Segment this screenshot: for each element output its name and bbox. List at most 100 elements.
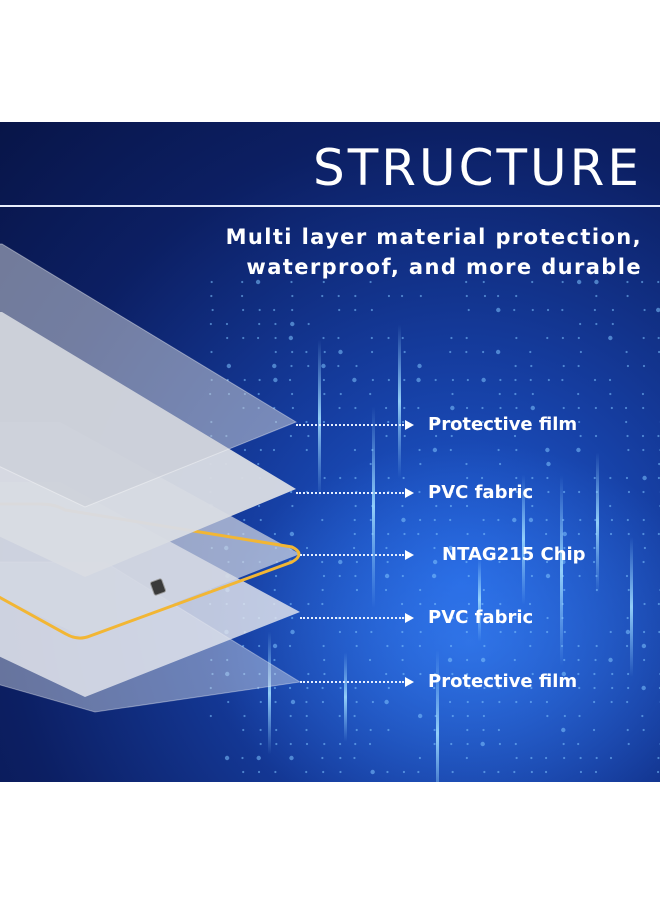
bg-dot [272, 643, 278, 649]
bg-dot [418, 490, 421, 494]
bg-dot [530, 756, 533, 760]
bg-dot [626, 700, 629, 704]
bg-dot [384, 699, 389, 705]
bg-dot [355, 588, 359, 592]
bg-dot [322, 378, 326, 382]
bg-dot [433, 518, 436, 522]
bg-dot [642, 728, 645, 732]
bg-dot [338, 630, 342, 634]
bg-dot [465, 504, 469, 508]
bg-dot [656, 307, 660, 313]
bg-dot [657, 756, 660, 760]
bg-dot [451, 672, 454, 676]
bg-dot [224, 755, 230, 761]
bg-dot [321, 518, 324, 522]
bg-dot [626, 518, 629, 522]
bg-dot [563, 546, 566, 550]
bg-dot [498, 392, 501, 396]
bg-dot [642, 490, 645, 494]
bg-dot [626, 728, 629, 732]
bg-dot [641, 685, 646, 691]
bg-dot [338, 714, 341, 718]
bg-dot [241, 756, 244, 760]
bg-dot [291, 350, 294, 354]
bg-dot [563, 490, 566, 494]
bg-dot [514, 378, 517, 382]
bg-dot [611, 322, 614, 326]
bg-dot [530, 574, 534, 578]
bg-dot [480, 476, 484, 480]
subtitle-line-2: waterproof, and more durable [246, 255, 642, 279]
bg-dot [657, 602, 660, 606]
bg-dot [403, 406, 406, 410]
bg-dot [498, 462, 502, 466]
bg-dot [354, 308, 357, 312]
bg-dot [401, 644, 404, 648]
bg-dot [561, 280, 564, 284]
bg-dot [323, 658, 326, 662]
bg-dot [563, 630, 566, 634]
bg-dot [530, 770, 533, 774]
bg-dot [561, 727, 566, 733]
bg-dot [369, 392, 372, 396]
bg-dot [531, 504, 534, 508]
bg-dot [338, 308, 341, 312]
bg-dot [417, 770, 420, 774]
bg-dot [465, 560, 468, 564]
bg-dot [323, 350, 326, 354]
bg-dot [434, 378, 437, 382]
bg-dot [625, 420, 628, 424]
bg-dot [562, 742, 565, 746]
bg-dot [257, 686, 260, 690]
bg-dot [561, 336, 564, 340]
bg-dot [209, 322, 212, 326]
subtitle-line-1: Multi layer material protection, [225, 225, 642, 249]
bg-dot [578, 686, 581, 690]
label-pvc-fabric-lower: PVC fabric [428, 607, 534, 628]
bg-dot [577, 644, 580, 648]
bg-dot [466, 714, 469, 718]
bg-dot [210, 658, 213, 662]
bg-dot [609, 476, 612, 480]
bg-dot [545, 560, 549, 564]
bg-dot [242, 770, 245, 774]
bg-dot [353, 532, 356, 536]
bg-dot [529, 378, 532, 382]
bg-dot [657, 336, 660, 340]
bg-dot [387, 294, 391, 298]
bg-dot [289, 434, 293, 438]
bg-dot [546, 308, 550, 312]
bg-dot [449, 420, 452, 424]
bg-dot [611, 672, 614, 676]
bg-dot [531, 392, 534, 396]
label-protective-film-top: Protective film [428, 414, 578, 435]
bg-dot [514, 616, 517, 620]
bg-dot [433, 672, 437, 676]
bg-dot [255, 279, 261, 285]
bg-dot [273, 377, 278, 383]
bg-dot [625, 476, 629, 480]
bg-dot [274, 336, 277, 340]
bg-dot [402, 420, 405, 424]
bg-dot [384, 573, 390, 579]
bg-dot [595, 644, 598, 648]
bg-dot [561, 378, 564, 382]
bg-dot [546, 546, 549, 550]
bg-dot [562, 406, 565, 410]
bg-dot [482, 728, 485, 732]
bg-dot [209, 714, 212, 718]
bg-dot [243, 518, 246, 522]
bg-dot [385, 434, 388, 438]
bg-dot [242, 336, 245, 340]
bg-dot [642, 518, 645, 522]
bg-dot [577, 672, 580, 676]
bg-dot [337, 336, 340, 340]
bg-dot [609, 504, 612, 508]
bg-dot [480, 657, 486, 663]
bg-dot [514, 630, 517, 634]
bg-dot [339, 686, 342, 690]
bg-dot [466, 672, 469, 676]
bg-dot [530, 364, 533, 368]
bg-dot [321, 588, 324, 592]
bg-dot [433, 546, 436, 550]
